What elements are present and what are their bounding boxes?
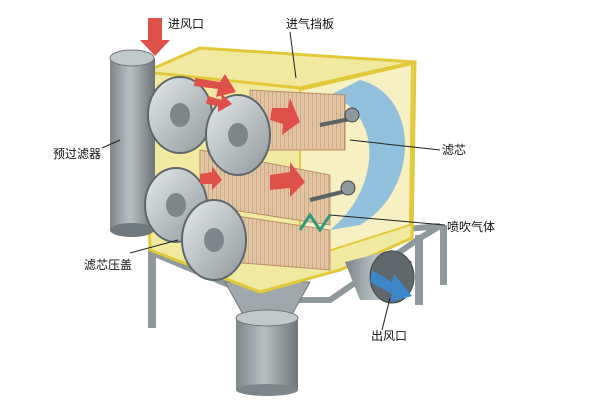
leader-lines: [101, 31, 446, 331]
pulse-nozzles: [298, 107, 360, 233]
flow-arrow-icon: [200, 166, 222, 190]
label-prefilter: 预过滤器: [53, 147, 102, 161]
outlet-arrow-icon: [370, 270, 412, 302]
label-cartridge: 滤芯: [442, 143, 467, 157]
label-baffle: 进气挡板: [286, 17, 335, 31]
bottom-hopper: [224, 281, 311, 396]
label-cover: 滤芯压盖: [84, 258, 133, 272]
inlet-arrow-icon: [140, 18, 170, 56]
label-pulse-gas: 喷吹气体: [447, 220, 496, 234]
label-outlet: 出风口: [371, 329, 408, 343]
flow-arrow-icon: [206, 92, 232, 112]
cartridge-discs: [144, 76, 271, 281]
airflow-arrows: [140, 18, 412, 302]
flow-arrow-icon: [270, 98, 300, 135]
flow-arrow-icon: [194, 74, 236, 97]
flow-arrow-icon: [270, 162, 305, 197]
label-inlet: 进风口: [168, 17, 205, 31]
clean-air-chamber: [330, 80, 405, 230]
